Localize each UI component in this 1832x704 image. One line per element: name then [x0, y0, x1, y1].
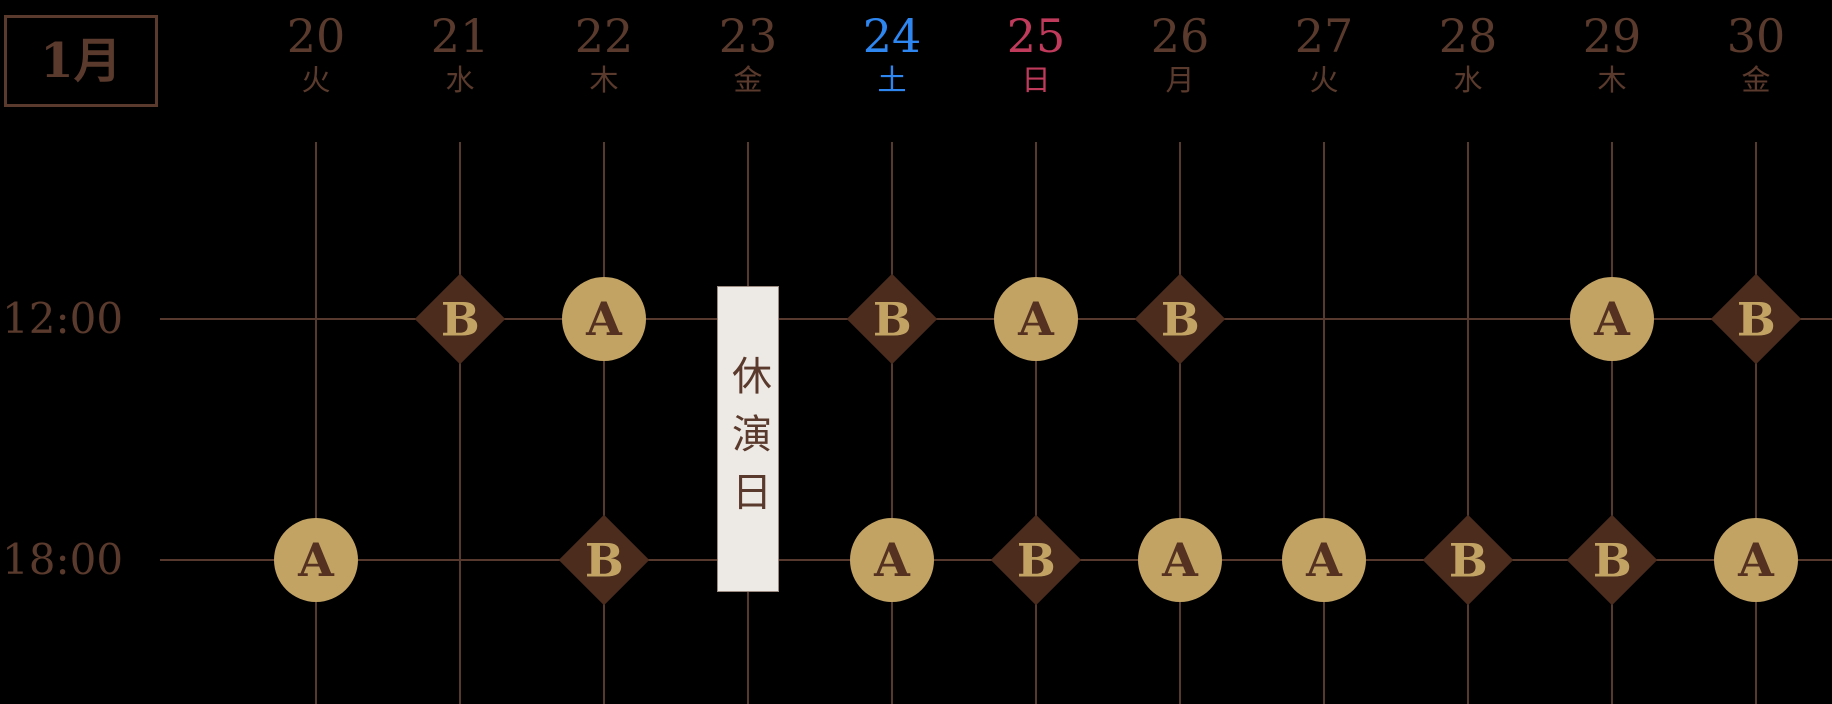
- weekday-label: 金: [733, 63, 763, 97]
- marker-letter: B: [872, 291, 912, 346]
- marker-letter: B: [1448, 532, 1488, 587]
- marker-letter: B: [1016, 532, 1056, 587]
- weekday-label: 木: [1597, 63, 1627, 97]
- marker-letter: A: [1594, 292, 1630, 346]
- grid-line-vertical-20: [315, 142, 317, 704]
- month-badge: 1月: [4, 15, 158, 107]
- weekday-label: 火: [1309, 63, 1339, 97]
- marker-22-18:00[interactable]: B: [558, 514, 650, 606]
- weekday-label: 木: [589, 63, 619, 97]
- grid-line-vertical-21: [459, 142, 461, 704]
- date-number: 28: [1438, 9, 1498, 63]
- marker-28-18:00[interactable]: B: [1422, 514, 1514, 606]
- rest-day-label: 休演日: [725, 355, 771, 529]
- marker-letter: B: [584, 532, 624, 587]
- weekday-label: 水: [1453, 63, 1483, 97]
- weekday-label: 水: [445, 63, 475, 97]
- grid-line-vertical-29: [1611, 142, 1613, 704]
- date-number: 25: [1006, 9, 1066, 63]
- marker-24-18:00[interactable]: A: [850, 518, 934, 602]
- marker-30-18:00[interactable]: A: [1714, 518, 1798, 602]
- month-label: 1月: [40, 33, 122, 89]
- marker-29-18:00[interactable]: B: [1566, 514, 1658, 606]
- marker-26-12:00[interactable]: B: [1134, 273, 1226, 365]
- marker-letter: A: [1306, 533, 1342, 587]
- marker-letter: A: [874, 533, 910, 587]
- weekday-label: 日: [1021, 63, 1051, 97]
- marker-26-18:00[interactable]: A: [1138, 518, 1222, 602]
- marker-letter: A: [1738, 533, 1774, 587]
- marker-letter: A: [298, 533, 334, 587]
- grid-line-vertical-24: [891, 142, 893, 704]
- marker-29-12:00[interactable]: A: [1570, 277, 1654, 361]
- weekday-label: 土: [877, 63, 907, 97]
- date-number: 21: [430, 9, 490, 63]
- grid-line-vertical-25: [1035, 142, 1037, 704]
- marker-letter: B: [440, 291, 480, 346]
- date-number: 29: [1582, 9, 1642, 63]
- marker-21-12:00[interactable]: B: [414, 273, 506, 365]
- marker-20-18:00[interactable]: A: [274, 518, 358, 602]
- marker-22-12:00[interactable]: A: [562, 277, 646, 361]
- marker-30-12:00[interactable]: B: [1710, 273, 1802, 365]
- date-number: 20: [286, 9, 346, 63]
- time-label-18:00: 18:00: [2, 535, 124, 584]
- time-label-12:00: 12:00: [2, 294, 124, 343]
- grid-line-vertical-26: [1179, 142, 1181, 704]
- marker-25-12:00[interactable]: A: [994, 277, 1078, 361]
- date-number: 27: [1294, 9, 1354, 63]
- weekday-label: 金: [1741, 63, 1771, 97]
- marker-letter: B: [1592, 532, 1632, 587]
- date-number: 22: [574, 9, 634, 63]
- marker-27-18:00[interactable]: A: [1282, 518, 1366, 602]
- marker-letter: B: [1160, 291, 1200, 346]
- marker-letter: B: [1736, 291, 1776, 346]
- marker-letter: A: [1162, 533, 1198, 587]
- weekday-label: 火: [301, 63, 331, 97]
- marker-24-12:00[interactable]: B: [846, 273, 938, 365]
- date-number: 30: [1726, 9, 1786, 63]
- grid-line-vertical-22: [603, 142, 605, 704]
- rest-day-banner: 休演日: [717, 286, 779, 592]
- grid-line-vertical-30: [1755, 142, 1757, 704]
- date-number: 23: [718, 9, 778, 63]
- grid-line-vertical-28: [1467, 142, 1469, 704]
- grid-line-vertical-27: [1323, 142, 1325, 704]
- marker-letter: A: [1018, 292, 1054, 346]
- weekday-label: 月: [1165, 63, 1195, 97]
- date-number: 24: [862, 9, 922, 63]
- date-number: 26: [1150, 9, 1210, 63]
- marker-letter: A: [586, 292, 622, 346]
- marker-25-18:00[interactable]: B: [990, 514, 1082, 606]
